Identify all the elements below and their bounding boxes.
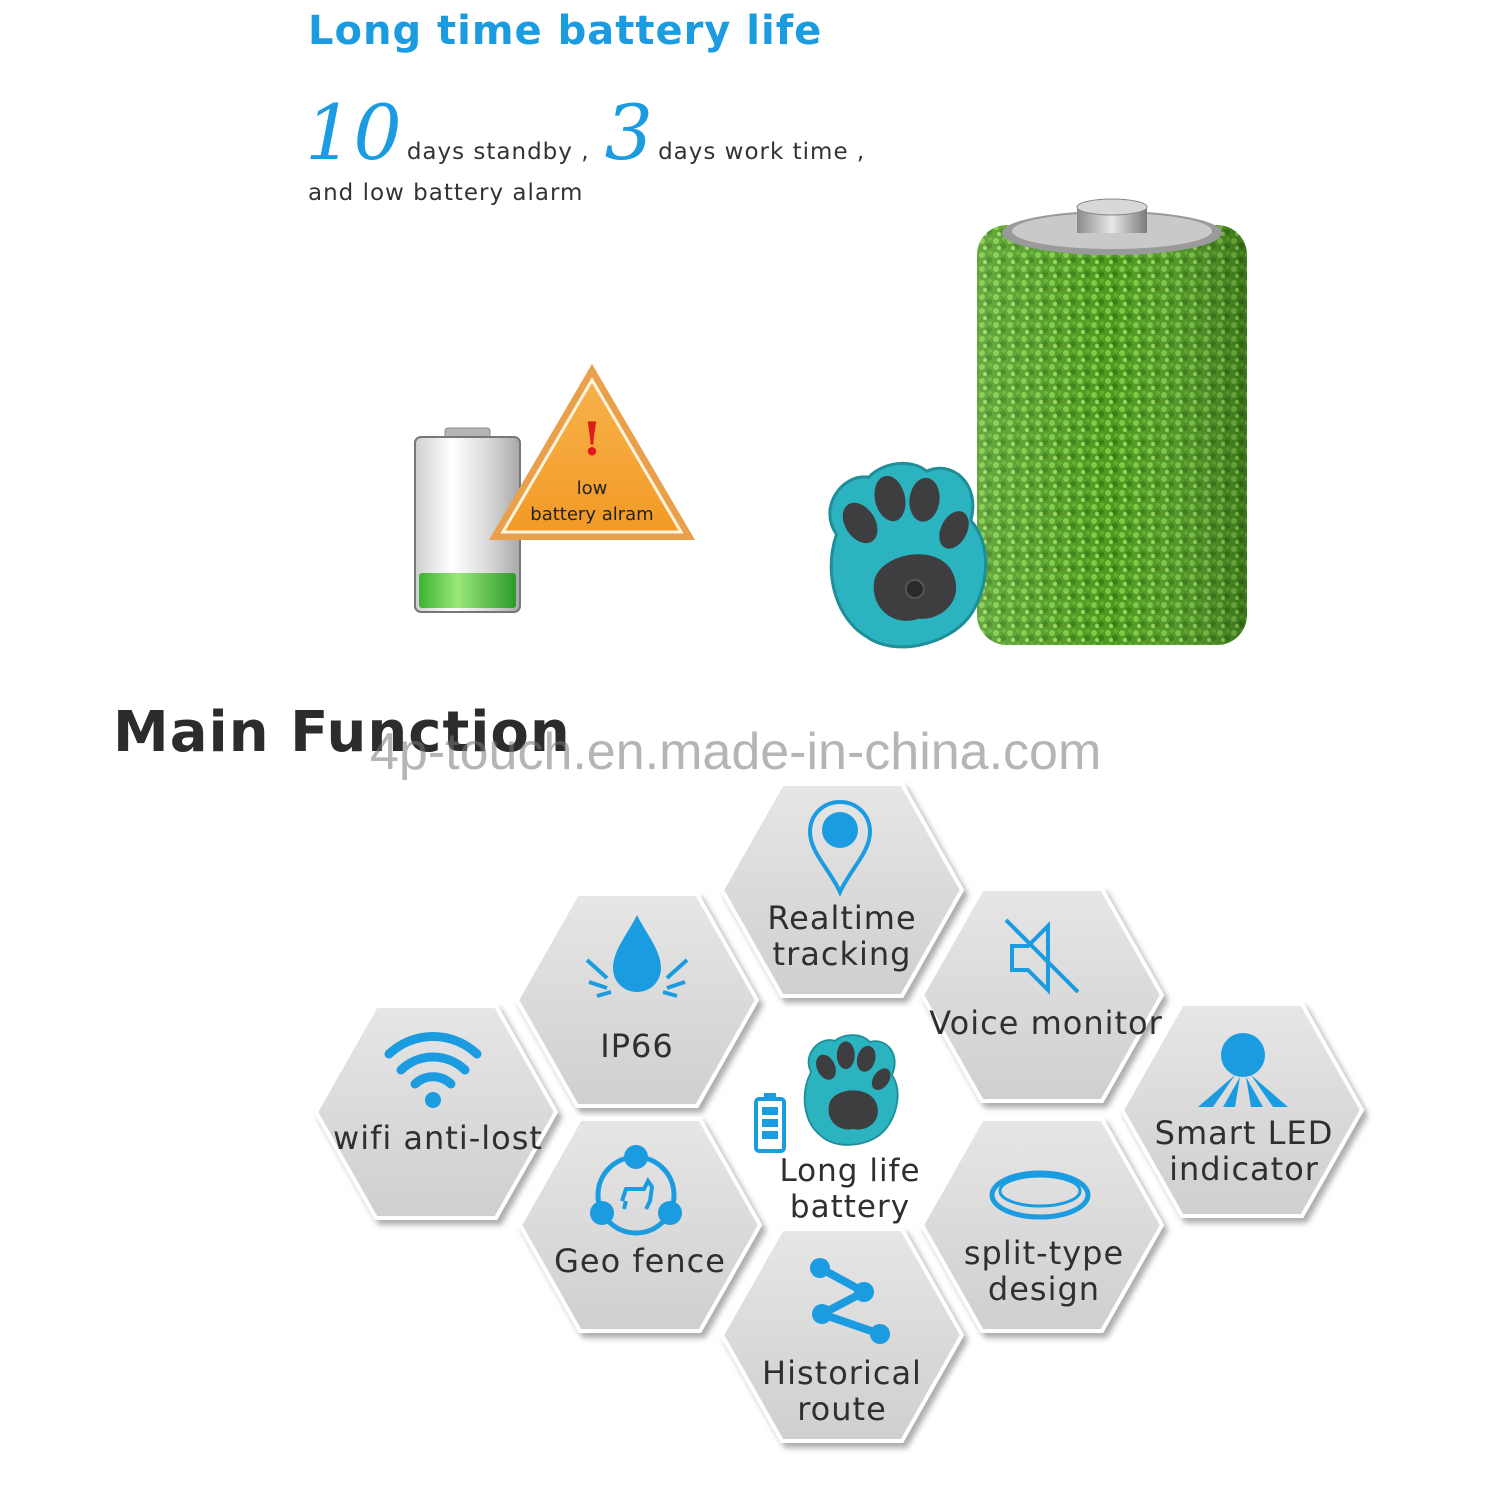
hexagon-smart-led — [1119, 1002, 1365, 1218]
battery-small-icon — [754, 1093, 786, 1153]
paw-tracker-device-image — [828, 461, 988, 649]
speaker-mute-icon — [1004, 918, 1080, 995]
feature-label-long-life-battery: Long life battery — [779, 1153, 921, 1225]
feature-label-historical-route: Historical route — [762, 1354, 922, 1428]
water-drop-icon — [585, 915, 689, 998]
work-days-text: days work time , — [658, 139, 866, 165]
hexagon-wifi-anti-lost — [313, 1004, 559, 1220]
headline: Long time battery life — [308, 8, 823, 54]
hexagon-geo-fence — [517, 1117, 763, 1333]
warning-text: low battery alram — [512, 476, 672, 528]
feature-label-realtime-tracking: Realtime tracking — [767, 899, 917, 973]
grass-battery-image — [977, 198, 1247, 645]
standby-days-text: days standby , — [406, 139, 590, 165]
watermark-text: 4p-touch.en.made-in-china.com — [370, 723, 1102, 781]
main-function-title: Main Function — [113, 700, 571, 765]
feature-label-voice-monitor: Voice monitor — [929, 1004, 1163, 1042]
warning-line-2: battery alram — [530, 504, 654, 525]
geo-fence-icon — [590, 1145, 682, 1236]
hexagon-split-type — [919, 1117, 1165, 1333]
feature-label-smart-led: Smart LED indicator — [1154, 1114, 1334, 1188]
battery-icon — [414, 427, 521, 613]
battery-stats: 10 days standby , 3 days work time , — [305, 88, 866, 177]
work-days-number: 3 — [604, 88, 653, 177]
feature-label-wifi-anti-lost: wifi anti-lost — [333, 1119, 543, 1157]
warning-line-1: low — [576, 478, 608, 499]
paw-tracker-icon — [803, 1034, 899, 1146]
feature-label-ip66: IP66 — [600, 1027, 674, 1065]
feature-label-split-type: split-type design — [963, 1234, 1125, 1308]
wifi-icon — [384, 1032, 482, 1108]
route-icon — [810, 1258, 890, 1344]
ring-icon — [989, 1170, 1091, 1220]
warning-triangle-icon: ! — [489, 364, 695, 540]
warning-exclamation: ! — [582, 412, 602, 466]
hexagon-voice-monitor — [919, 887, 1165, 1103]
standby-days-number: 10 — [305, 88, 402, 177]
led-light-icon — [1198, 1033, 1288, 1107]
hexagon-ip66 — [514, 892, 760, 1108]
location-pin-icon — [807, 799, 873, 897]
feature-label-geo-fence: Geo fence — [554, 1242, 726, 1280]
hexagon-historical-route — [719, 1227, 965, 1443]
low-battery-alarm-text: and low battery alarm — [308, 180, 584, 206]
